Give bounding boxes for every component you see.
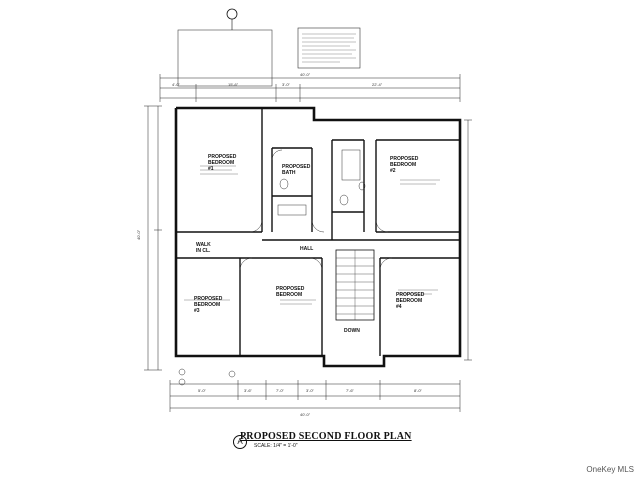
- dim-top-seg-2: 15'-6": [228, 82, 239, 87]
- left-dimensions: [144, 105, 162, 371]
- stair: [336, 250, 374, 320]
- dim-bottom-seg-2: 3'-6": [244, 388, 253, 393]
- dim-left-overall: 40'-0": [136, 229, 141, 240]
- drawing-title: PROPOSED SECOND FLOOR PLAN: [240, 431, 412, 442]
- exterior-walls: [174, 106, 462, 368]
- interior-walls: [176, 108, 460, 356]
- dim-top-seg-1: 4'-0": [172, 82, 181, 87]
- dim-bottom-seg-6: 8'-0": [414, 388, 423, 393]
- drawing-marker: A: [233, 435, 247, 449]
- room-label-hall: HALL: [300, 246, 313, 252]
- bottom-dimensions: [169, 380, 461, 412]
- watermark: OneKey MLS: [586, 465, 634, 474]
- dim-top-seg-4: 22'-4": [372, 82, 383, 87]
- room-label-down: DOWN: [344, 328, 360, 334]
- door-swings: [239, 149, 393, 271]
- drawing-scale: SCALE: 1/4" = 1'-0": [254, 443, 298, 449]
- dim-bottom-seg-4: 3'-0": [306, 388, 315, 393]
- dim-bottom-overall: 40'-0": [300, 412, 311, 417]
- dim-bottom-seg-5: 7'-6": [346, 388, 355, 393]
- section-marker-icon: [226, 8, 238, 20]
- roof-outline: [177, 29, 273, 87]
- right-dimensions: [464, 119, 472, 361]
- dim-top-seg-3: 3'-0": [282, 82, 291, 87]
- dim-bottom-seg-1: 5'-0": [198, 388, 207, 393]
- notes-marks: [184, 165, 440, 305]
- dim-top-overall: 40'-0": [300, 72, 311, 77]
- dim-bottom-seg-3: 7'-0": [276, 388, 285, 393]
- notes-box: [297, 27, 361, 69]
- top-dimensions: [159, 74, 461, 102]
- bath-fixtures: [277, 149, 366, 216]
